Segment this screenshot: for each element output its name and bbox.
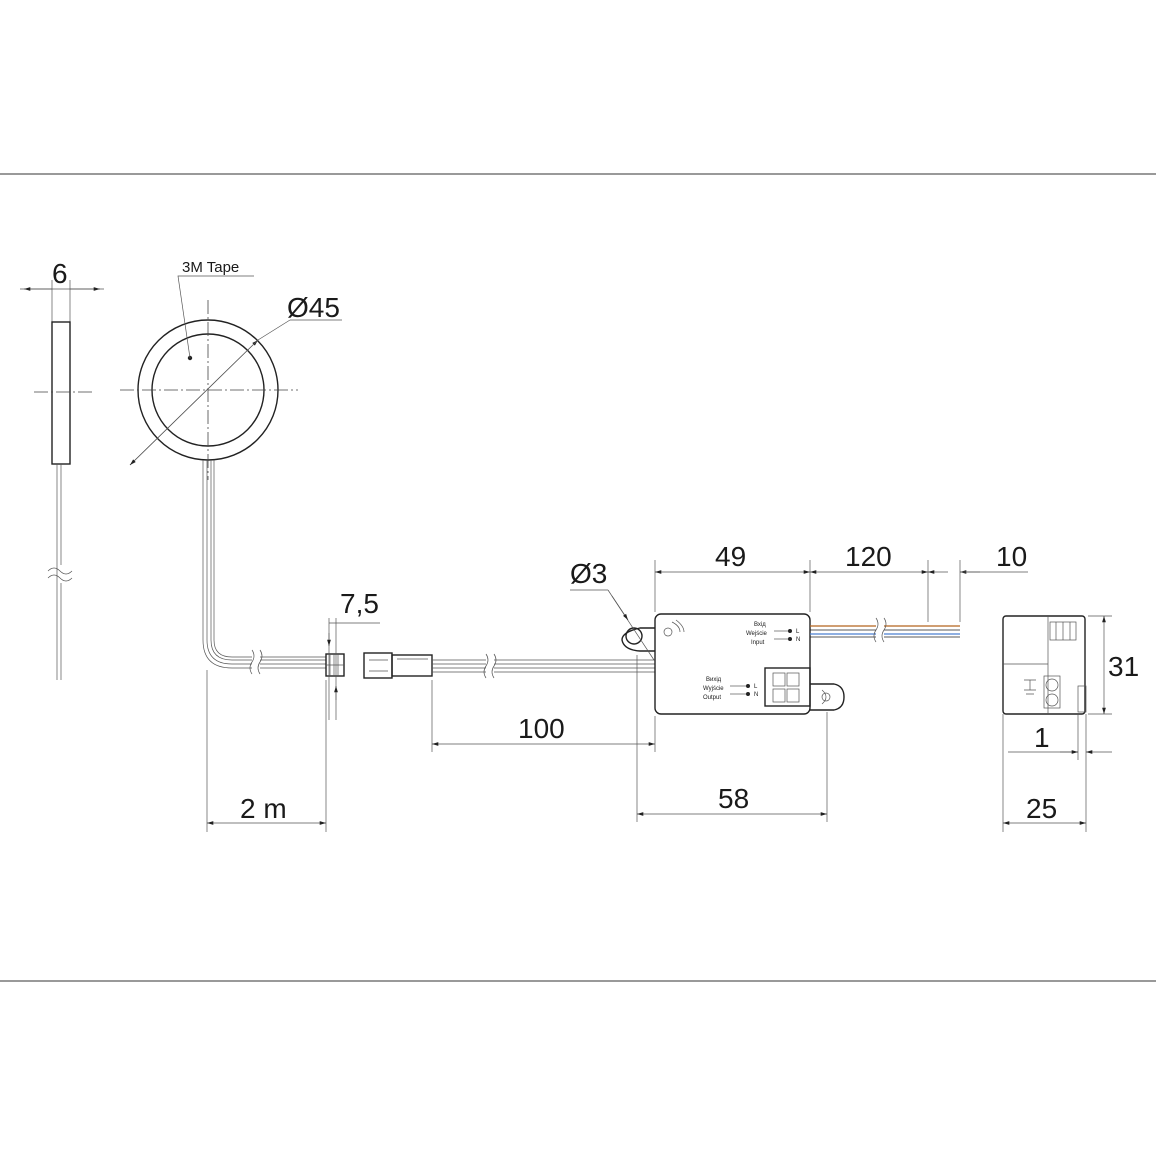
input-n: N bbox=[796, 637, 800, 643]
hole-label: Ø3 bbox=[570, 558, 607, 589]
output-label-ua: Вихід bbox=[706, 677, 722, 683]
input-label-ua: Вхід bbox=[754, 622, 766, 628]
round-light: 3M Tape Ø45 bbox=[120, 259, 342, 480]
thickness-label: 6 bbox=[52, 258, 68, 289]
strip-length-label: 10 bbox=[996, 541, 1027, 572]
cable-end-label: 100 bbox=[518, 713, 565, 744]
wire-length-label: 120 bbox=[845, 541, 892, 572]
input-label-en: Input bbox=[751, 640, 765, 646]
output-label-pl: Wyjście bbox=[703, 686, 724, 692]
output-n: N bbox=[754, 692, 758, 698]
clip-offset-label: 1 bbox=[1034, 722, 1050, 753]
connector-label: 7,5 bbox=[340, 588, 379, 619]
hole-dimension: Ø3 bbox=[570, 558, 655, 661]
end-view: 31 1 25 bbox=[1002, 615, 1139, 832]
connector-socket bbox=[363, 652, 433, 679]
input-label-pl: Wejście bbox=[746, 631, 768, 637]
cable bbox=[202, 460, 326, 675]
input-l: L bbox=[796, 629, 800, 635]
depth-label: 25 bbox=[1026, 793, 1057, 824]
body-length-label: 49 bbox=[715, 541, 746, 572]
overall-length-label: 58 bbox=[718, 783, 749, 814]
tape-label: 3M Tape bbox=[182, 259, 239, 276]
side-view: 6 bbox=[20, 258, 104, 680]
diameter-label: Ø45 bbox=[287, 292, 340, 323]
connector-dimension: 7,5 bbox=[327, 588, 380, 720]
output-label-en: Output bbox=[703, 695, 721, 701]
bottom-dimensions: 2 m 100 58 bbox=[206, 655, 828, 832]
output-l: L bbox=[754, 684, 758, 690]
height-label: 31 bbox=[1108, 651, 1139, 682]
top-dimensions: 49 120 10 bbox=[654, 541, 1028, 622]
cable-length-label: 2 m bbox=[240, 793, 287, 824]
cable-to-module bbox=[432, 653, 655, 679]
driver-module: Вхід Wejście Input L N Вихід Wyjście Out… bbox=[621, 613, 960, 715]
